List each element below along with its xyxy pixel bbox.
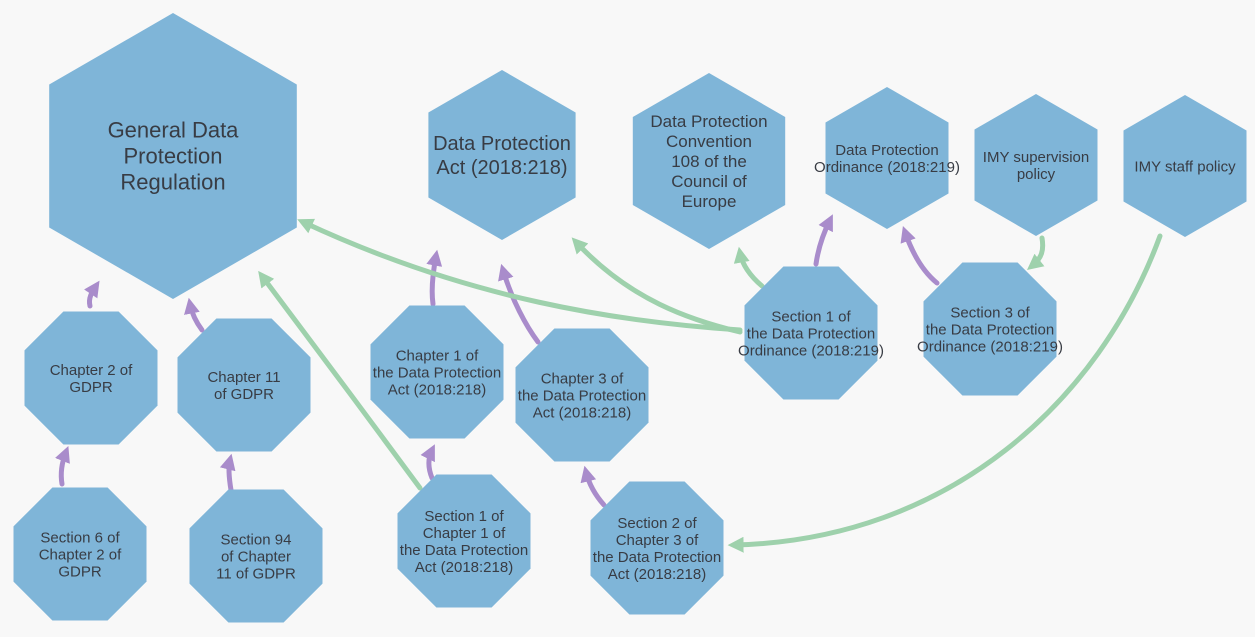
edge-ch1-dpa-to-dpa [426, 249, 443, 307]
node-label-line: Chapter 1 of [423, 525, 506, 542]
node-label-line: Section 1 of [424, 508, 504, 525]
edge-ch11-gdpr-to-gdpr [184, 297, 205, 333]
edge-s1-dpo-to-dpo [813, 214, 833, 267]
node-label-line: IMY staff policy [1134, 158, 1236, 175]
edge-s1-ch1-dpa-to-gdpr [258, 270, 423, 491]
node-label-line: Data Protection [433, 133, 571, 155]
edge-s2-ch3-dpa-to-ch3-dpa [580, 465, 607, 508]
node-label-line: Act (2018:218) [415, 559, 513, 576]
node-label-line: of GDPR [214, 386, 274, 403]
node-label-line: Chapter 2 of [39, 546, 122, 563]
node-label-line: Act (2018:218) [388, 381, 486, 398]
node-label-line: the Data Protection [593, 549, 721, 566]
octagon-shape [189, 489, 323, 623]
octagon-shape [13, 487, 147, 621]
hexagon-shape [428, 70, 576, 240]
node-label-line: Europe [682, 192, 737, 211]
hexagon-shape [49, 13, 297, 299]
node-label-line: GDPR [69, 379, 113, 396]
node-label-line: the Data Protection [518, 387, 646, 404]
node-label-line: IMY supervision [983, 149, 1089, 166]
node-imy-staff[interactable]: IMY staff policy [1123, 95, 1247, 237]
edge-s1-dpo-to-gdpr [297, 218, 743, 333]
edge-s94-ch11-gdpr-to-ch11-gdpr [219, 453, 236, 493]
hexagon-shape [825, 87, 949, 229]
node-label-line: Section 6 of [40, 529, 120, 546]
hexagon-shape [632, 73, 786, 249]
node-label-line: Protection [123, 144, 222, 169]
octagon-shape [177, 318, 311, 452]
node-label-line: Chapter 2 of [50, 362, 133, 379]
octagon-shape [744, 266, 878, 400]
node-label-line: Convention [666, 132, 752, 151]
node-label-line: the Data Protection [400, 542, 528, 559]
node-label-line: Section 94 [221, 531, 292, 548]
node-label-line: Section 2 of [617, 515, 697, 532]
node-label-line: 108 of the [671, 152, 747, 171]
octagon-shape [397, 474, 531, 608]
edge-imy-staff-to-s2-ch3-dpa [727, 233, 1163, 553]
node-label-line: Ordinance (2018:219) [917, 338, 1063, 355]
node-label-line: Regulation [120, 170, 225, 195]
node-label-line: Data Protection [650, 112, 767, 131]
node-label-line: the Data Protection [373, 364, 501, 381]
edge-ch3-dpa-to-dpa [498, 263, 541, 345]
edge-s1-dpo-to-convention [733, 246, 765, 289]
node-label-line: Council of [671, 172, 747, 191]
node-label-line: of Chapter [221, 548, 291, 565]
octagon-shape [515, 328, 649, 462]
octagon-shape [590, 481, 724, 615]
edge-s3-dpo-to-dpo [900, 225, 940, 286]
node-label-line: policy [1017, 166, 1056, 183]
node-label-line: the Data Protection [747, 325, 875, 342]
node-label-line: Chapter 1 of [396, 347, 479, 364]
octagon-shape [370, 305, 504, 439]
edges-layer [55, 214, 1163, 553]
octagon-shape [24, 311, 158, 445]
node-label-line: Chapter 3 of [616, 532, 699, 549]
node-label-line: GDPR [58, 563, 102, 580]
node-label-line: Section 3 of [950, 304, 1030, 321]
edge-ch2-gdpr-to-gdpr [84, 280, 100, 309]
node-label-line: Act (2018:218) [436, 157, 567, 179]
node-label-line: 11 of GDPR [216, 565, 296, 582]
node-label-line: General Data [108, 118, 240, 143]
hexagon-shape [1123, 95, 1247, 237]
edge-imy-supervision-to-s3-dpo [1027, 235, 1046, 270]
node-label-line: Section 1 of [771, 308, 851, 325]
edge-s1-ch1-dpa-to-ch1-dpa [420, 444, 435, 481]
edge-s1-dpo-to-dpa [571, 237, 743, 335]
node-label-line: Ordinance (2018:219) [738, 342, 884, 359]
octagon-shape [923, 262, 1057, 396]
node-label-line: the Data Protection [926, 321, 1054, 338]
node-label-line: Act (2018:218) [533, 404, 631, 421]
node-label-line: Chapter 3 of [541, 370, 624, 387]
hexagon-shape [974, 94, 1098, 236]
edge-s6-ch2-gdpr-to-ch2-gdpr [55, 446, 70, 487]
node-label-line: Act (2018:218) [608, 566, 706, 583]
node-label-line: Data Protection [835, 142, 938, 159]
node-label-line: Ordinance (2018:219) [814, 159, 960, 176]
node-label-line: Chapter 11 [207, 369, 280, 386]
